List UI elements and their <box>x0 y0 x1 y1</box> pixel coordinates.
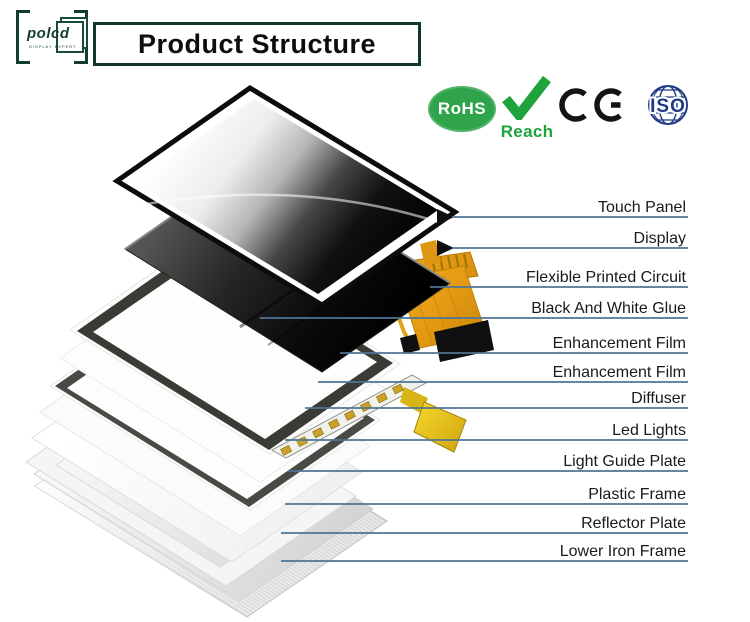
page-title: Product Structure <box>137 28 377 59</box>
led-chip <box>280 444 293 456</box>
label-diffuser: Diffuser <box>631 390 687 407</box>
logo-brand-text: polcd <box>27 25 70 42</box>
label-lower-iron-frame: Lower Iron Frame <box>560 543 686 560</box>
globe-icon <box>648 85 688 125</box>
label-display: Display <box>634 230 686 247</box>
label-light-guide-plate: Light Guide Plate <box>563 453 686 470</box>
led-chip <box>376 392 388 404</box>
rohs-badge: RoHS <box>428 86 496 132</box>
rohs-label: RoHS <box>437 99 487 118</box>
label-reflector-plate: Reflector Plate <box>581 515 686 532</box>
led-chip <box>312 427 324 439</box>
led-chip <box>296 436 309 447</box>
label-enhancement-film: Enhancement Film <box>553 335 686 352</box>
led-fpc-pad <box>413 401 467 453</box>
iso-badge: ISO <box>648 85 688 125</box>
led-chip <box>328 418 340 430</box>
logo-pages-icon <box>56 21 84 53</box>
led-chip <box>391 383 404 395</box>
label-plastic-frame: Plastic Frame <box>588 486 686 503</box>
label-enhancement-film: Enhancement Film <box>553 364 686 381</box>
callout-wedge-icon <box>437 209 454 225</box>
label-touch-panel: Touch Panel <box>598 199 686 216</box>
callout-wedge-icon <box>437 240 454 256</box>
logo-tagline: DISPLAY EXPERT <box>29 44 77 49</box>
led-chip <box>344 409 356 421</box>
ce-mark-badge: CE <box>559 88 622 122</box>
page-title-box: Product Structure <box>93 22 421 66</box>
fpc-connector-end <box>434 320 494 362</box>
checkmark-icon <box>502 75 551 124</box>
reach-badge: Reach <box>497 74 557 142</box>
brand-logo: polcd DISPLAY EXPERT <box>16 10 88 64</box>
iso-label: ISO <box>650 96 686 117</box>
label-flexible-printed-circuit: Flexible Printed Circuit <box>526 269 687 286</box>
reach-label: Reach <box>500 122 554 141</box>
layer-touch-panel <box>112 85 460 308</box>
label-led-lights: Led Lights <box>612 422 686 439</box>
logo-bracket-left <box>16 10 30 64</box>
label-black-and-white-glue: Black And White Glue <box>531 300 686 317</box>
